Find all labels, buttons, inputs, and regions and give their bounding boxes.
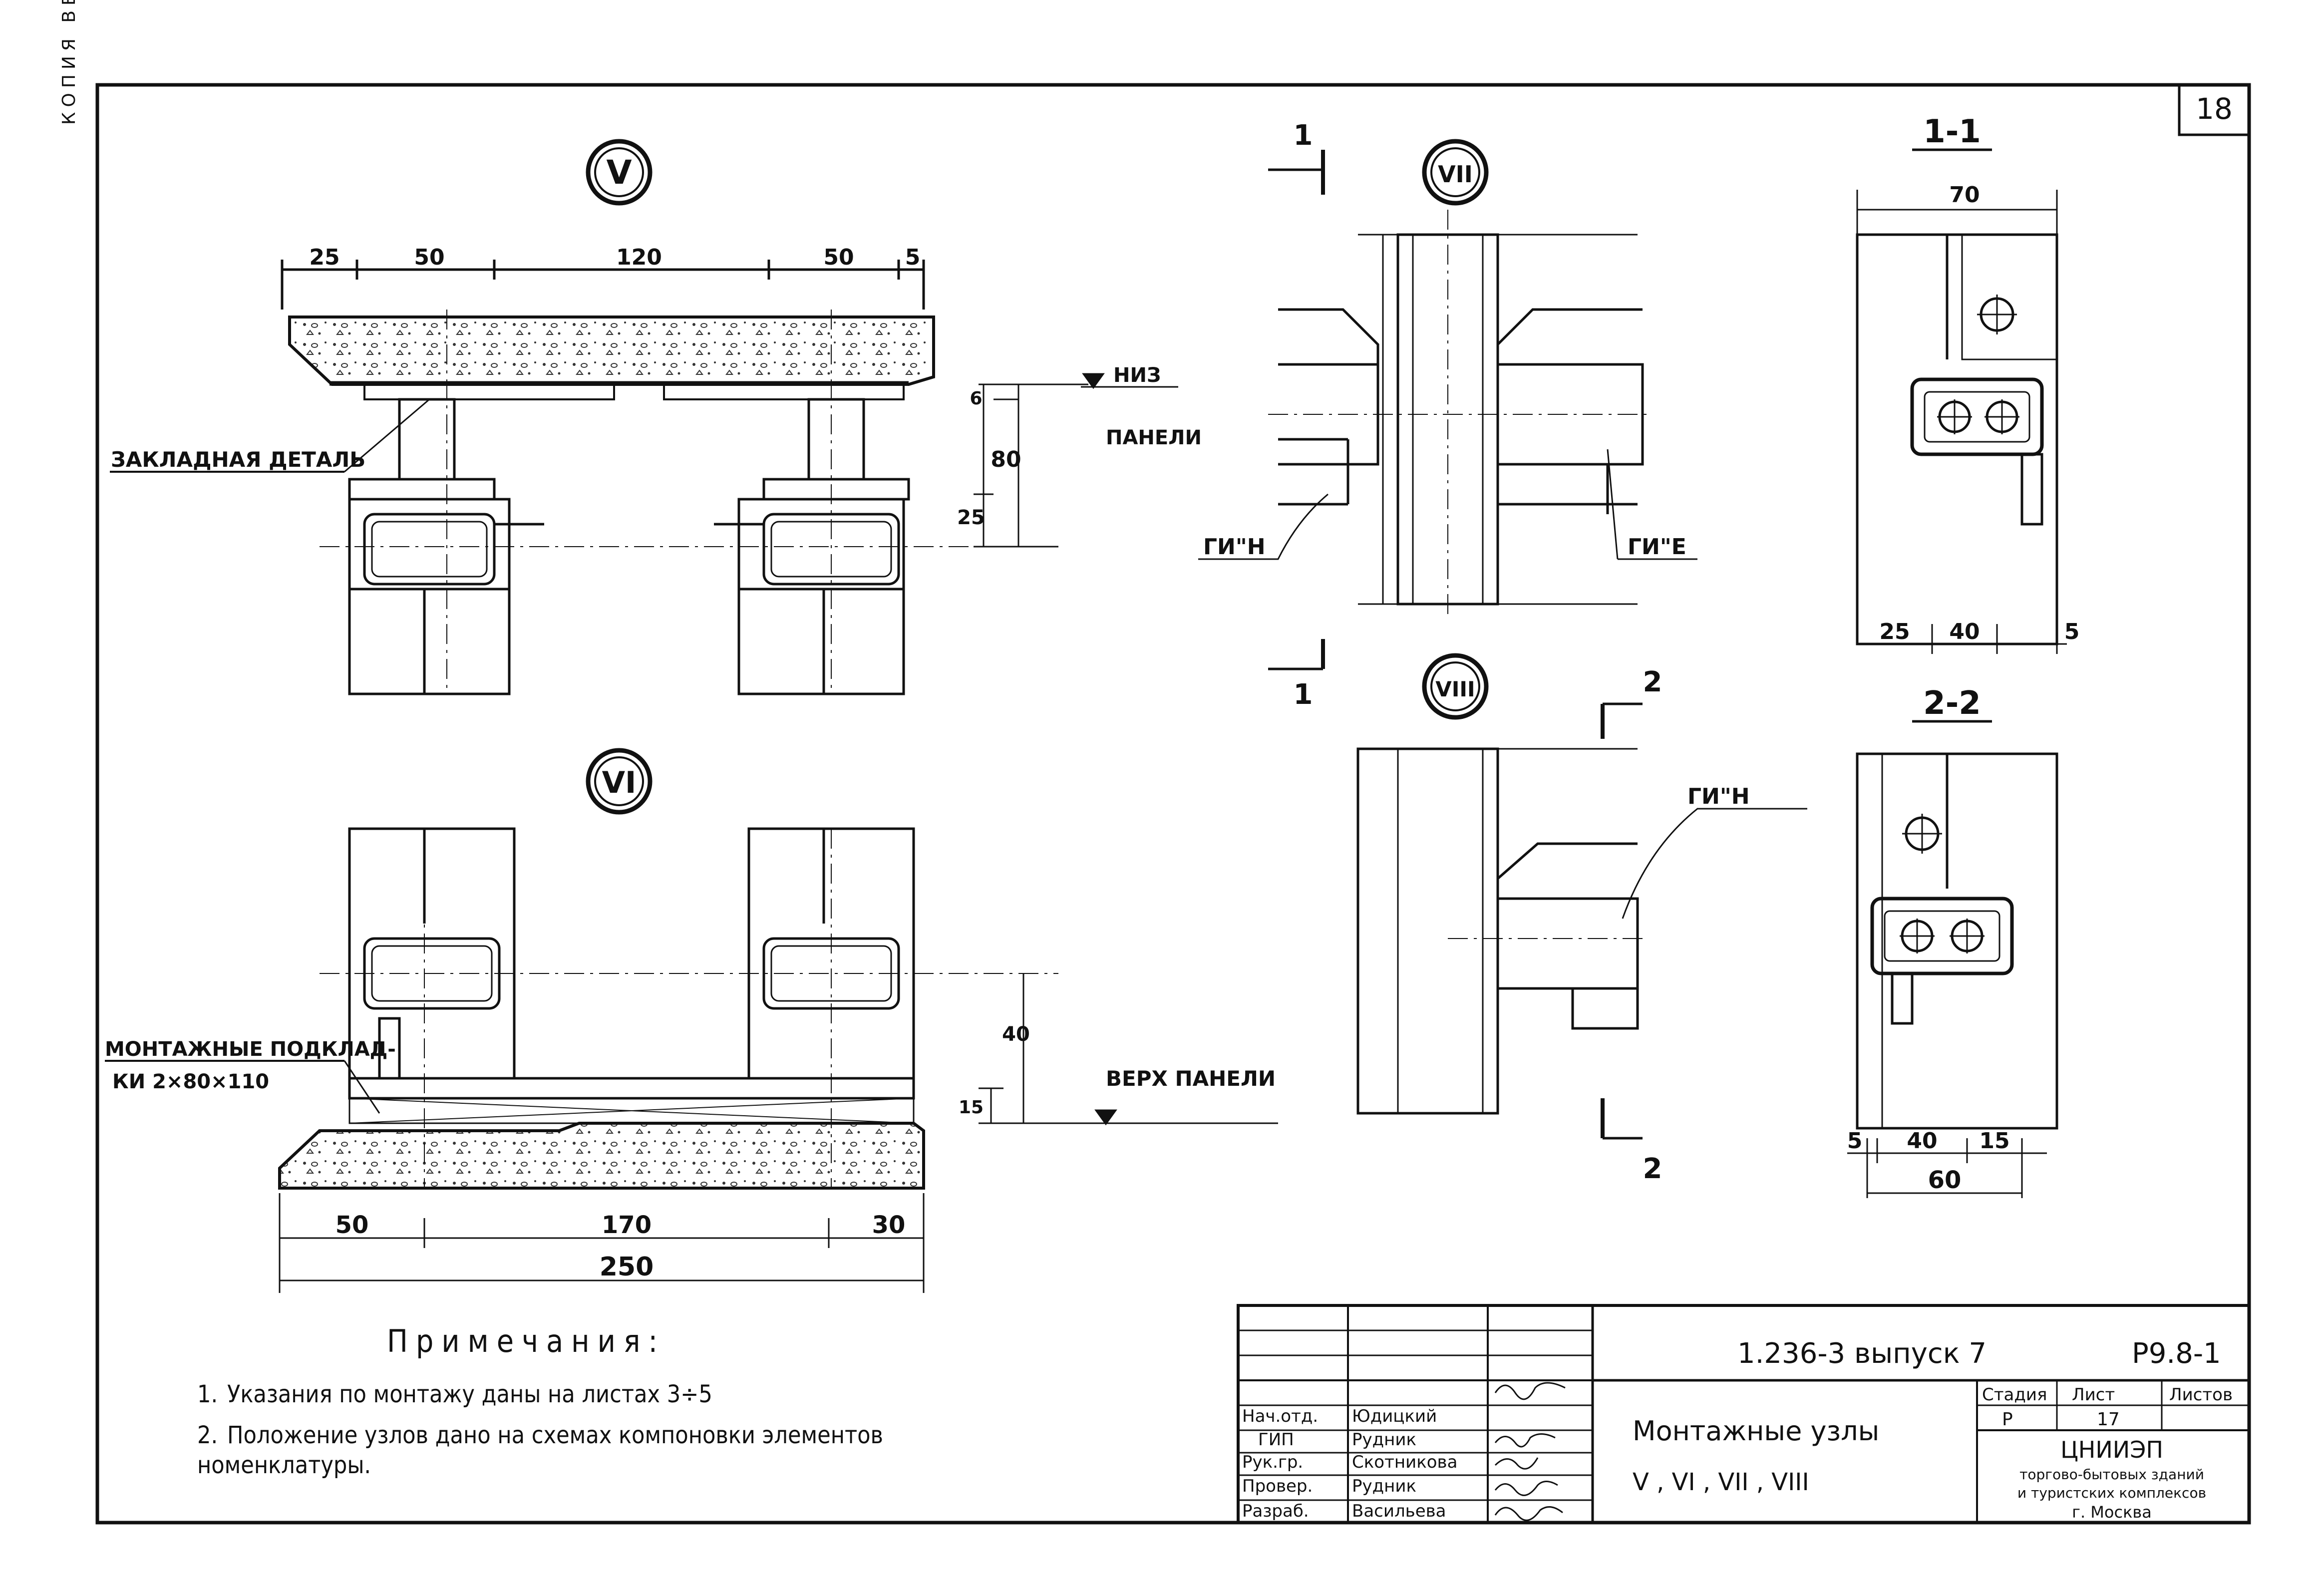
tb-role-3: Рук.гр.	[1242, 1452, 1303, 1472]
cut-2-bottom: 2	[1643, 1153, 1662, 1185]
label-gin-viii: ГИ"Н	[1687, 784, 1750, 809]
dim-s11-70: 70	[1949, 182, 1980, 208]
tb-code: 1.236-3 выпуск 7	[1737, 1337, 1987, 1370]
dim-s11-5: 5	[2064, 619, 2080, 644]
tb-stage-hdr-1: Стадия	[1982, 1385, 2047, 1405]
label-gin-left: ГИ"Н	[1203, 534, 1266, 560]
dim-s22-40: 40	[1907, 1128, 1937, 1154]
detail-vii	[1198, 139, 1697, 670]
note-item: 2.Положение узлов дано на схемах компоно…	[197, 1420, 996, 1480]
section-2-2	[1847, 720, 2058, 1198]
tb-org-2: торгово-бытовых зданий	[2019, 1466, 2204, 1483]
tb-name-4: Рудник	[1352, 1476, 1416, 1496]
dim-vi-30: 30	[872, 1211, 906, 1239]
level-bottom-1: НИЗ	[1113, 364, 1161, 387]
tb-doc-title: Монтажные узлы	[1633, 1415, 1879, 1447]
level-top: ВЕРХ ПАНЕЛИ	[1106, 1066, 1276, 1091]
cut-1-bottom: 1	[1294, 678, 1313, 711]
tb-name-5: Васильева	[1352, 1501, 1446, 1521]
dim-v-25r: 25	[957, 506, 985, 529]
tb-org-4: г. Москва	[2072, 1503, 2152, 1522]
title-section-1-1: 1-1	[1923, 113, 1981, 150]
notes: Примечания: 1. Указания по монтажу даны н…	[197, 1323, 996, 1491]
note-number: 1.	[197, 1380, 218, 1408]
tb-role-5: Разраб.	[1242, 1501, 1309, 1521]
mark-vii: VII	[1438, 161, 1473, 188]
cut-2-top: 2	[1643, 666, 1662, 698]
dim-vi-40: 40	[1002, 1023, 1030, 1046]
label-gie-right: ГИ"Е	[1628, 534, 1686, 560]
tb-role-4: Провер.	[1242, 1476, 1313, 1496]
note-text: Указания по монтажу даны на листах 3÷5	[227, 1380, 712, 1408]
tb-org-3: и туристских комплексов	[2017, 1485, 2206, 1501]
note-text: Положение узлов дано на схемах компоновк…	[197, 1421, 883, 1479]
tb-org-1: ЦНИИЭП	[2060, 1436, 2163, 1463]
section-1-1	[1856, 148, 2067, 654]
dim-v-50b: 50	[823, 245, 854, 270]
dim-vi-50: 50	[335, 1211, 369, 1239]
tb-sheet-code: Р9.8-1	[2132, 1337, 2221, 1370]
detail-v	[110, 139, 1178, 695]
signatures	[1494, 1382, 1566, 1521]
tb-stage-val: Р	[2002, 1409, 2013, 1430]
note-number: 2.	[197, 1421, 218, 1449]
dim-s11-25: 25	[1879, 619, 1910, 644]
notes-title: Примечания:	[387, 1323, 666, 1359]
mark-v: V	[606, 153, 632, 192]
note-item: 1. Указания по монтажу даны на листах 3÷5	[197, 1379, 996, 1409]
tb-doc-marks: V , VI , VII , VIII	[1633, 1468, 1809, 1496]
dim-v-25: 25	[309, 245, 339, 270]
tb-role-1: Нач.отд.	[1242, 1406, 1318, 1426]
tb-name-1: Юдицкий	[1352, 1406, 1437, 1426]
sheet-number-box	[2178, 83, 2251, 136]
cut-1-top: 1	[1294, 119, 1313, 152]
tb-name-3: Скотникова	[1352, 1452, 1457, 1472]
dim-s22-15: 15	[1979, 1128, 2009, 1154]
dim-s22-60: 60	[1928, 1166, 1962, 1194]
sheet-frame	[95, 83, 2251, 1525]
dim-v-6: 6	[970, 388, 982, 409]
copy-stamp: КОПИЯ ВЕРНА	[59, 0, 79, 125]
tb-role-2: ГИП	[1258, 1430, 1294, 1450]
detail-viii	[1356, 653, 1807, 1140]
dim-v-80: 80	[991, 447, 1021, 472]
label-pads-2: КИ 2×80×110	[112, 1070, 269, 1093]
title-section-2-2: 2-2	[1923, 685, 1981, 722]
detail-vi	[105, 748, 1278, 1293]
dim-s11-40: 40	[1949, 619, 1980, 644]
dim-vi-170: 170	[602, 1211, 652, 1239]
label-pads-1: МОНТАЖНЫЕ ПОДКЛАД-	[105, 1038, 396, 1061]
tb-stage-hdr-2: Лист	[2072, 1385, 2115, 1405]
dim-vi-250: 250	[600, 1252, 654, 1282]
label-embedded: ЗАКЛАДНАЯ ДЕТАЛЬ	[111, 447, 365, 472]
tb-sheet-val: 17	[2097, 1409, 2120, 1430]
dim-v-50a: 50	[414, 245, 444, 270]
dim-s22-5: 5	[1847, 1128, 1863, 1154]
mark-viii: VIII	[1435, 677, 1475, 701]
sheet-number: 18	[2196, 92, 2233, 126]
title-block	[1237, 1304, 2251, 1524]
level-bottom-2: ПАНЕЛИ	[1106, 426, 1202, 449]
mark-vi: VI	[602, 765, 637, 800]
dim-v-120: 120	[616, 245, 662, 270]
dim-vi-15: 15	[959, 1097, 984, 1118]
tb-name-2: Рудник	[1352, 1430, 1416, 1450]
dim-v-5: 5	[905, 245, 921, 270]
tb-stage-hdr-3: Листов	[2169, 1385, 2233, 1405]
